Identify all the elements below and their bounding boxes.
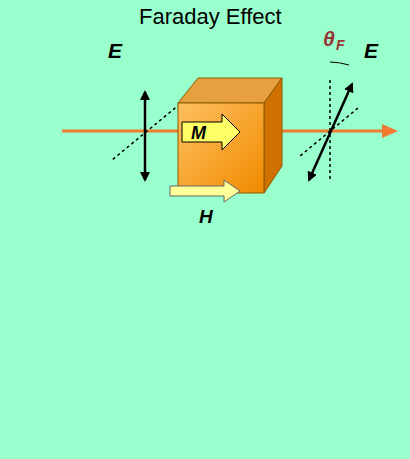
magnetization-arrow xyxy=(182,114,240,150)
field-h-label: H xyxy=(199,207,213,226)
field-label: E xyxy=(108,40,122,61)
field-label: E xyxy=(364,40,378,61)
angle-subscript: F xyxy=(336,38,345,52)
angle-symbol: θ xyxy=(323,28,335,49)
beam-arrowhead xyxy=(382,124,398,138)
block-front xyxy=(178,103,264,193)
angle-arc xyxy=(330,62,349,65)
field-arrow xyxy=(170,180,240,202)
magnetization-label: M xyxy=(191,124,206,142)
dotted-plane xyxy=(300,108,358,156)
e-vector-rotated xyxy=(309,84,352,180)
e-vector xyxy=(144,92,147,180)
block-side xyxy=(264,78,282,193)
title: Faraday Effect xyxy=(139,6,282,28)
